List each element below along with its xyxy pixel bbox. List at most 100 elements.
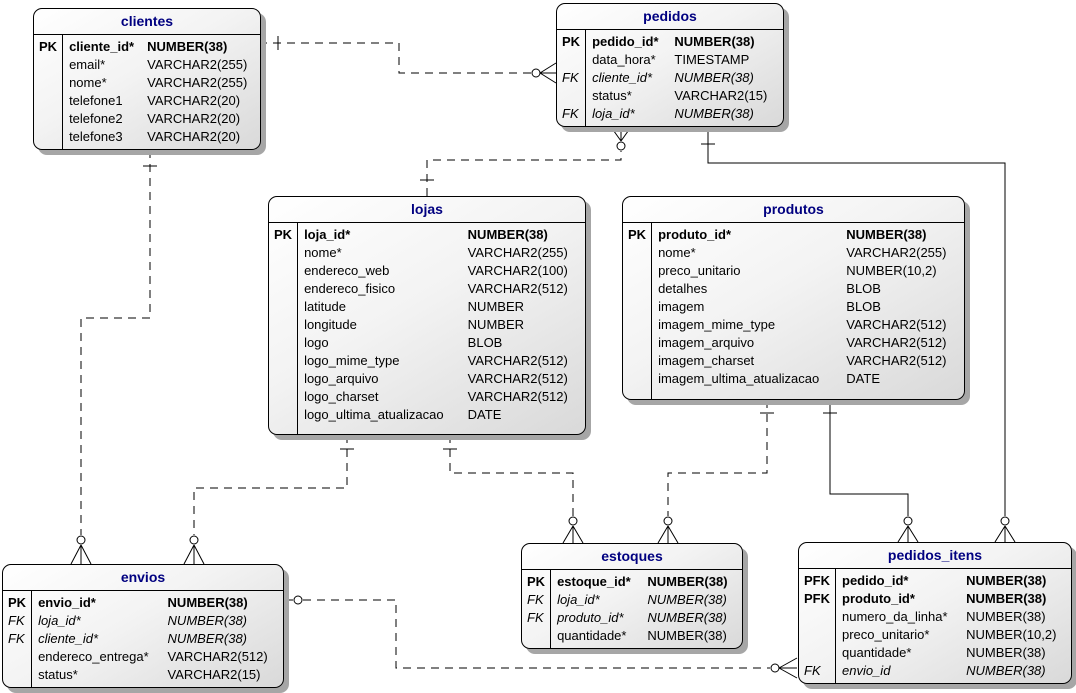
column-type: NUMBER(38) [167, 595, 248, 610]
key-label [799, 608, 836, 626]
key-label [269, 370, 299, 388]
column-name: estoque_id* [557, 574, 631, 589]
column-type: DATE [846, 371, 880, 386]
column-type: VARCHAR2(20) [147, 129, 241, 144]
relationship-lojas-estoques[interactable] [443, 435, 584, 544]
column-name: logo_charset [304, 389, 379, 404]
column-type: VARCHAR2(512) [467, 281, 568, 296]
column-row: longitude NUMBER [269, 316, 585, 334]
table-title: clientes [34, 9, 260, 35]
column-row: imagem BLOB [623, 298, 964, 316]
column-name: nome* [69, 75, 107, 90]
relationship-clientes-envios[interactable] [70, 150, 157, 565]
column-name: preco_unitario [658, 263, 741, 278]
column-row: FK cliente_id* NUMBER(38) [557, 69, 783, 87]
column-name: imagem_ultima_atualizacao [658, 371, 820, 386]
column-type: NUMBER(38) [647, 592, 727, 607]
column-name: latitude [304, 299, 346, 314]
column-row: endereco_entrega* VARCHAR2(512) [3, 648, 283, 666]
table-pedidos[interactable]: pedidos PK pedido_id* NUMBER(38) data_ho… [556, 3, 784, 127]
key-label [34, 128, 64, 149]
column-row: telefone1 VARCHAR2(20) [34, 92, 260, 110]
table-estoques[interactable]: estoques PK estoque_id* NUMBER(38) FK lo… [521, 543, 743, 649]
column-row: PK cliente_id* NUMBER(38) [34, 35, 260, 56]
table-lojas[interactable]: lojas PK loja_id* NUMBER(38) nome* VARCH… [268, 196, 586, 435]
column-name: nome* [658, 245, 696, 260]
key-label [269, 280, 299, 298]
column-type: VARCHAR2(15) [167, 667, 261, 682]
column-row: PK estoque_id* NUMBER(38) [522, 570, 742, 591]
column-row: preco_unitario NUMBER(10,2) [623, 262, 964, 280]
table-title: pedidos [557, 4, 783, 30]
column-type: VARCHAR2(15) [674, 88, 768, 103]
column-row: numero_da_linha* NUMBER(38) [799, 608, 1071, 626]
table-columns: PK estoque_id* NUMBER(38) FK loja_id* NU… [522, 570, 743, 648]
column-row: endereco_fisico VARCHAR2(512) [269, 280, 585, 298]
column-name: nome* [304, 245, 342, 260]
column-type: NUMBER(38) [147, 39, 228, 54]
column-type: VARCHAR2(512) [846, 353, 947, 368]
key-label [623, 334, 653, 352]
column-type: NUMBER(38) [647, 628, 727, 643]
relationship-lojas-envios[interactable] [183, 435, 354, 565]
column-row: PK envio_id* NUMBER(38) [3, 591, 283, 612]
key-label [3, 666, 33, 687]
relationship-pedidos-pedidos-itens[interactable] [701, 127, 1016, 543]
column-row: latitude NUMBER [269, 298, 585, 316]
column-row: FK envio_id NUMBER(38) [799, 662, 1071, 683]
column-row: PFK produto_id* NUMBER(38) [799, 590, 1071, 608]
column-name: logo_ultima_atualizacao [304, 407, 444, 422]
table-pedidos-itens[interactable]: pedidos_itens PFK pedido_id* NUMBER(38) … [798, 542, 1072, 684]
column-row: imagem_arquivo VARCHAR2(512) [623, 334, 964, 352]
key-label [269, 406, 299, 434]
key-label [269, 388, 299, 406]
key-label [34, 92, 64, 110]
key-label [623, 262, 653, 280]
column-type: NUMBER(38) [647, 610, 727, 625]
column-type: TIMESTAMP [674, 52, 750, 67]
table-columns: PK loja_id* NUMBER(38) nome* VARCHAR2(25… [269, 223, 586, 434]
table-columns: PK envio_id* NUMBER(38) FK loja_id* NUMB… [3, 591, 284, 687]
column-type: NUMBER(38) [674, 34, 755, 49]
column-name: email* [69, 57, 106, 72]
column-row: quantidade* NUMBER(38) [522, 627, 742, 648]
column-type: VARCHAR2(512) [467, 389, 568, 404]
column-name: imagem_charset [658, 353, 755, 368]
column-type: NUMBER(38) [167, 631, 248, 646]
relationship-envios-pedidos-itens[interactable] [282, 595, 798, 679]
key-label: PK [34, 35, 64, 56]
column-name: status* [592, 88, 632, 103]
column-name: data_hora* [592, 52, 656, 67]
key-label [34, 74, 64, 92]
relationship-clientes-pedidos[interactable] [259, 36, 557, 84]
column-row: imagem_mime_type VARCHAR2(512) [623, 316, 964, 334]
key-label: PFK [799, 590, 836, 608]
table-envios[interactable]: envios PK envio_id* NUMBER(38) FK loja_i… [2, 564, 284, 688]
key-label: FK [557, 69, 587, 87]
table-columns: PK produto_id* NUMBER(38) nome* VARCHAR2… [623, 223, 965, 399]
key-label [557, 51, 587, 69]
relationship-lojas-pedidos[interactable] [420, 126, 632, 196]
column-type: NUMBER(10,2) [966, 627, 1057, 642]
column-type: VARCHAR2(255) [147, 57, 248, 72]
column-row: logo_ultima_atualizacao DATE [269, 406, 585, 434]
key-label [623, 316, 653, 334]
key-label [623, 370, 653, 399]
relationship-produtos-pedidos-itens[interactable] [823, 400, 919, 543]
table-clientes[interactable]: clientes PK cliente_id* NUMBER(38) email… [33, 8, 261, 150]
column-row: endereco_web VARCHAR2(100) [269, 262, 585, 280]
table-columns: PFK pedido_id* NUMBER(38) PFK produto_id… [799, 569, 1072, 683]
key-label [269, 262, 299, 280]
column-name: endereco_fisico [304, 281, 396, 296]
column-type: NUMBER(38) [846, 227, 927, 242]
relationship-produtos-estoques[interactable] [657, 400, 774, 544]
column-name: produto_id* [658, 227, 731, 242]
column-name: envio_id* [38, 595, 96, 610]
table-produtos[interactable]: produtos PK produto_id* NUMBER(38) nome*… [622, 196, 965, 400]
column-name: quantidade* [842, 645, 912, 660]
key-label [623, 352, 653, 370]
column-row: logo_mime_type VARCHAR2(512) [269, 352, 585, 370]
column-name: telefone1 [69, 93, 123, 108]
column-name: cliente_id* [69, 39, 135, 54]
